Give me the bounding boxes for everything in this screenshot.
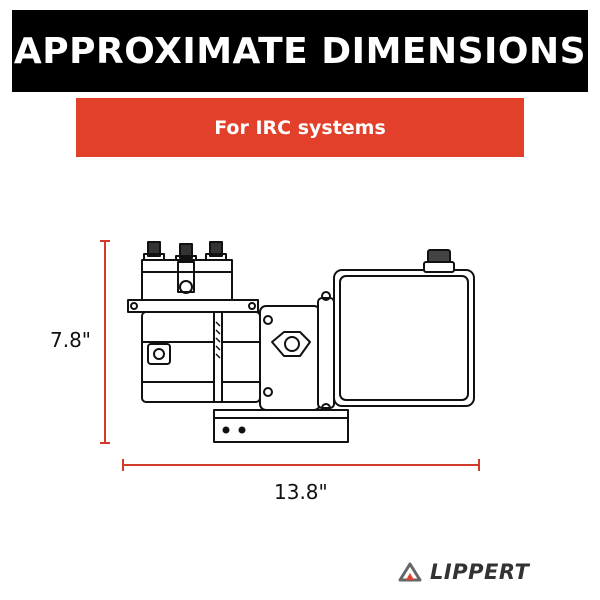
hydraulic-pump-illustration xyxy=(127,241,475,443)
width-dimension-label: 13.8" xyxy=(274,480,328,504)
brand-logo: LIPPERT xyxy=(396,557,576,587)
subheader-banner: For IRC systems xyxy=(76,98,524,157)
page-title: APPROXIMATE DIMENSIONS xyxy=(13,30,587,72)
header-banner: APPROXIMATE DIMENSIONS xyxy=(12,10,588,92)
brand-name: LIPPERT xyxy=(430,560,530,584)
subheader-label: For IRC systems xyxy=(214,116,386,139)
height-dimension-label: 7.8" xyxy=(50,328,92,352)
lippert-logo-icon xyxy=(398,562,422,582)
solenoid-terminals xyxy=(141,241,233,301)
